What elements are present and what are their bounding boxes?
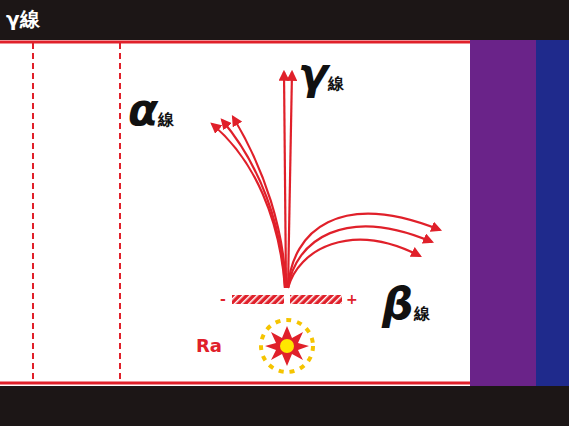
red-line [0,382,470,385]
ray-label: γ線 [298,52,344,96]
radium-burst [265,326,309,366]
polarity-sign: - [220,292,226,306]
ray-paths [212,72,440,288]
ray-label: β線 [382,282,430,326]
dashed-line [119,43,121,382]
red-line [0,41,470,44]
positive-plate [290,295,342,304]
ray-label: α線 [128,88,174,132]
radium-halo [261,320,313,372]
negative-plate [232,295,284,304]
purple-band [470,40,536,386]
bottom-bar [0,386,569,426]
top-bar [0,0,569,40]
element-label: Ra [196,337,222,355]
dashed-line [32,43,34,382]
radium-core [280,339,294,353]
title-text: γ線 [6,9,40,29]
blue-band [536,40,569,386]
polarity-sign: + [346,292,358,306]
